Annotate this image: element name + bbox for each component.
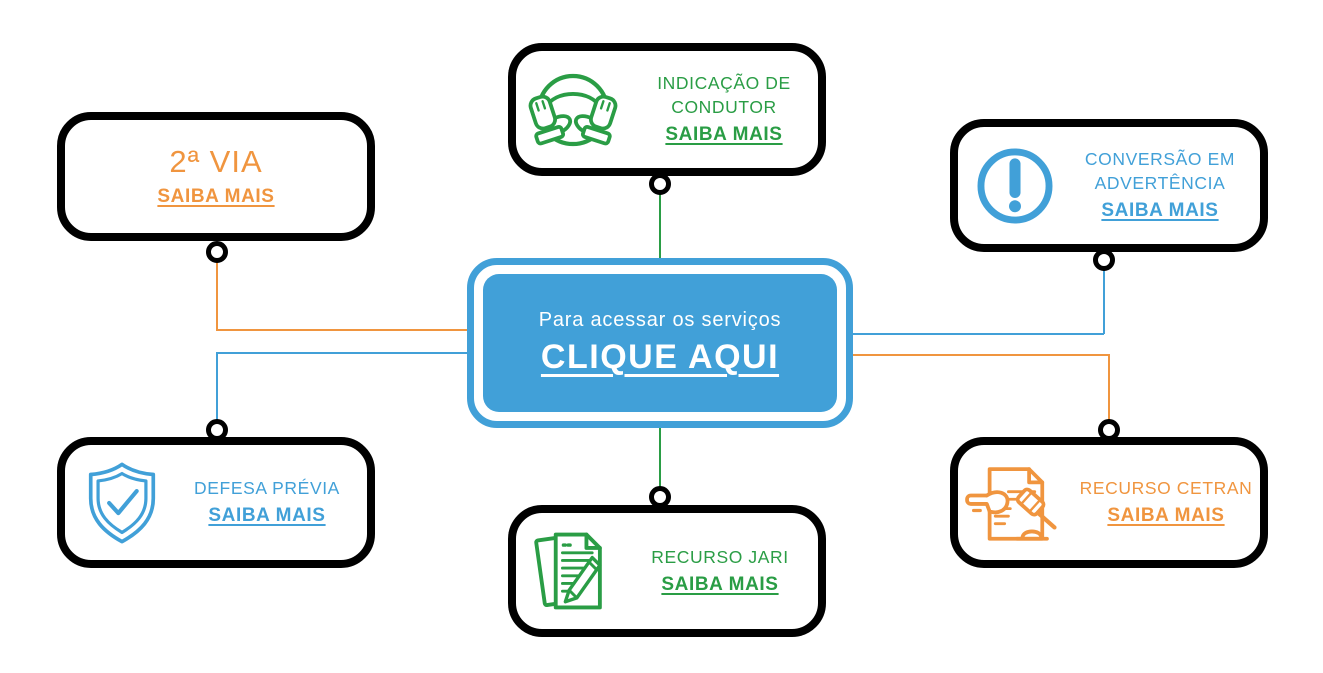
connector-indicacao-vertical: [659, 194, 661, 258]
node-conversao-em-advertencia[interactable]: CONVERSÃO EM ADVERTÊNCIA SAIBA MAIS: [950, 119, 1268, 252]
saiba-mais-link[interactable]: SAIBA MAIS: [661, 573, 779, 595]
connector-recurso-cetran-vertical: [1108, 354, 1110, 420]
saiba-mais-link[interactable]: SAIBA MAIS: [157, 186, 275, 207]
document-gavel-icon: [963, 456, 1067, 550]
node-title: 2ª VIA: [169, 144, 263, 179]
saiba-mais-link[interactable]: SAIBA MAIS: [1107, 505, 1225, 526]
saiba-mais-link[interactable]: SAIBA MAIS: [1101, 200, 1219, 221]
connector-dot-recurso-cetran: [1098, 419, 1120, 441]
connector-defesa-previa-horizontal: [216, 352, 467, 354]
node-title: CONVERSÃO EM ADVERTÊNCIA: [1084, 149, 1236, 193]
node-defesa-previa[interactable]: DEFESA PRÉVIA SAIBA MAIS: [57, 437, 375, 568]
shield-check-icon: [76, 457, 168, 549]
connector-dot-recurso-jari: [649, 486, 671, 508]
exclamation-circle-icon: [969, 140, 1061, 232]
node-indicacao-de-condutor[interactable]: INDICAÇÃO DE CONDUTOR SAIBA MAIS: [508, 43, 826, 176]
connector-segunda-via-vertical: [216, 262, 218, 330]
connector-defesa-previa-vertical: [216, 352, 218, 420]
connector-dot-defesa-previa: [206, 419, 228, 441]
connector-dot-segunda-via: [206, 241, 228, 263]
saiba-mais-link[interactable]: SAIBA MAIS: [665, 124, 783, 145]
steering-wheel-hands-icon: [521, 64, 625, 156]
saiba-mais-link[interactable]: SAIBA MAIS: [208, 505, 326, 526]
node-title: RECURSO CETRAN: [1079, 478, 1253, 498]
connector-conversao-vertical: [1103, 270, 1105, 334]
node-title: INDICAÇÃO DE CONDUTOR: [657, 73, 791, 117]
connector-segunda-via-horizontal: [216, 329, 467, 331]
node-title: DEFESA PRÉVIA: [194, 478, 340, 498]
center-access-box[interactable]: Para acessar os serviços CLIQUE AQUI: [467, 258, 853, 428]
connector-dot-conversao: [1093, 249, 1115, 271]
connector-recurso-jari-vertical: [659, 428, 661, 487]
connector-recurso-cetran-horizontal: [853, 354, 1109, 356]
node-segunda-via[interactable]: 2ª VIA SAIBA MAIS: [57, 112, 375, 241]
node-recurso-cetran[interactable]: RECURSO CETRAN SAIBA MAIS: [950, 437, 1268, 568]
connector-dot-indicacao: [649, 173, 671, 195]
node-title: RECURSO JARI: [651, 546, 789, 567]
connector-conversao-horizontal: [853, 333, 1104, 335]
clique-aqui-link[interactable]: CLIQUE AQUI: [540, 338, 780, 376]
center-intro-text: Para acessar os serviços: [538, 309, 782, 331]
node-recurso-jari[interactable]: RECURSO JARI SAIBA MAIS: [508, 505, 826, 637]
document-pencil-icon: [525, 523, 621, 619]
